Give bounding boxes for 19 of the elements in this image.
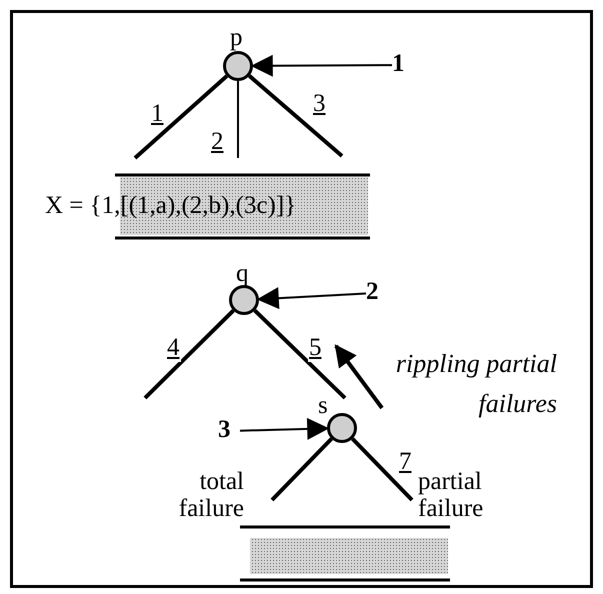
branch-line <box>351 437 414 502</box>
branch-line <box>248 74 344 158</box>
branch-line <box>237 81 239 158</box>
annotation-text: rippling partial failures <box>394 348 557 420</box>
callout-number: 2 <box>366 278 378 306</box>
callout-number: 3 <box>218 416 230 444</box>
node-label: s <box>318 392 328 420</box>
branch-line <box>144 309 235 400</box>
arrow <box>240 418 330 440</box>
branch-note: total failure <box>178 468 245 522</box>
branch-line <box>134 74 228 160</box>
callout-number: 1 <box>392 50 404 78</box>
branch-note: partial failure <box>417 468 484 522</box>
arrow <box>250 54 392 77</box>
branch-line <box>253 309 346 400</box>
arrow <box>334 344 384 410</box>
branch-line <box>270 437 333 502</box>
arrow <box>256 287 366 310</box>
node-label: p <box>230 24 242 52</box>
